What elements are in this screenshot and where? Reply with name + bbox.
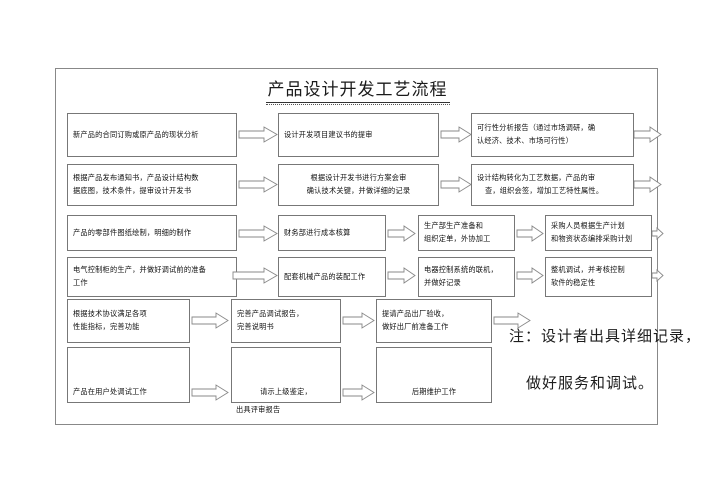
process-box-r3b3[interactable]: 生产部生产准备和 组织定单，外协加工 [418, 215, 515, 251]
process-box-r3b1[interactable]: 产品的零部件图纸绘制，明细的制作 [67, 215, 237, 251]
box-line: 配套机械产品的装配工作 [284, 271, 366, 281]
box-line: 财务部进行成本核算 [284, 227, 351, 237]
box-line: 根据设计开发书进行方案会审 [310, 173, 407, 183]
arrow-r1b1-to-r1b2 [238, 126, 278, 143]
flowchart-frame: 产品设计开发工艺流程 新产品的合同订购或原产品的现状分析 设计开发项目建议书的提… [55, 68, 700, 425]
box-line: 后期维护工作 [411, 387, 457, 397]
arrow-r5b2-to-r5b3 [342, 312, 375, 329]
process-box-r1b1[interactable]: 新产品的合同订购或原产品的现状分析 [67, 113, 237, 157]
box-line: 并做好记录 [424, 278, 461, 287]
box-line: 整机调试，并考核控制 [551, 265, 625, 275]
box-line: 新产品的合同订购或原产品的现状分析 [73, 129, 199, 139]
page-title: 产品设计开发工艺流程 [56, 75, 659, 105]
process-box-r4b2[interactable]: 配套机械产品的装配工作 [278, 257, 386, 297]
box-line: 提请产品出厂验收， [382, 309, 449, 319]
box-line: 生产部生产准备和 [424, 221, 484, 231]
process-box-r1b3[interactable]: 可行性分析报告（通过市场调研，确 认经济、技术、市场可行性） [471, 113, 634, 157]
box-line: 性能指标，完善功能 [73, 322, 140, 331]
process-box-r5b1[interactable]: 根据技术协议满足各项 性能指标，完善功能 [67, 299, 190, 343]
title-dotted-underline [265, 104, 450, 105]
box-line: 请示上级鉴定， [260, 387, 312, 397]
designer-note-line2: 做好服务和调试。 [526, 374, 655, 392]
box-line: 可行性分析报告（通过市场调研，确 [477, 123, 596, 133]
arrow-r5-row-exit [493, 312, 531, 329]
box-line: 做好出厂前准备工作 [382, 322, 449, 331]
process-box-r1b2[interactable]: 设计开发项目建议书的提审 [278, 113, 439, 157]
process-box-r4b3[interactable]: 电器控制系统的联机， 并做好记录 [418, 257, 515, 297]
process-box-r4b1[interactable]: 电气控制柜的生产，并做好调试前的准备 工作 [67, 257, 237, 297]
process-box-r2b2[interactable]: 根据设计开发书进行方案会审 确认技术关键，并做详细的记录 [278, 164, 439, 206]
box-line: 完善产品调试报告， [237, 309, 304, 319]
box-line: 设计结构转化为工艺数据，产品的审 [477, 173, 596, 183]
box-line: 软件的稳定性 [551, 278, 596, 287]
process-box-r5b2[interactable]: 完善产品调试报告， 完善说明书 [231, 299, 341, 343]
box-line: 电气控制柜的生产，并做好调试前的准备 [73, 265, 206, 275]
arrow-r2b1-to-r2b2 [238, 176, 278, 193]
process-box-r6b3[interactable]: 后期维护工作 [376, 347, 492, 403]
box-line: 查，组织会签，增加工艺特性属性。 [485, 186, 604, 195]
arrow-r6b1-to-r6b2 [191, 384, 229, 401]
arrow-r4b2-to-r4b3 [387, 267, 416, 284]
box-line: 和物资状态编排采购计划 [551, 234, 633, 243]
process-box-r2b3[interactable]: 设计结构转化为工艺数据，产品的审 查，组织会签，增加工艺特性属性。 [471, 164, 634, 206]
process-box-r2b1[interactable]: 根据产品发布通知书，产品设计结构数 据底图，技术条件，提审设计开发书 [67, 164, 237, 206]
box-line: 采购人员根据生产计划 [551, 221, 625, 231]
box-line: 认经济、技术、市场可行性） [477, 136, 574, 145]
process-box-r4b4[interactable]: 整机调试，并考核控制 软件的稳定性 [545, 257, 652, 297]
box-line: 产品的零部件图纸绘制，明细的制作 [73, 227, 192, 237]
arrow-r3b2-to-r3b3 [387, 225, 416, 242]
designer-note-line1: 注：设计者出具详细记录， [509, 327, 702, 345]
arrow-r3b1-to-r3b2 [238, 225, 278, 242]
process-box-r3b2[interactable]: 财务部进行成本核算 [278, 215, 386, 251]
arrow-r1-row-exit [634, 126, 662, 143]
arrow-r6b2-to-r6b3 [342, 384, 375, 401]
box-line: 确认技术关键，并做详细的记录 [306, 186, 411, 195]
box-line: 组织定单，外协加工 [424, 234, 491, 243]
process-box-r6b1[interactable]: 产品在用户处调试工作 [67, 347, 190, 403]
box-line: 设计开发项目建议书的提审 [284, 129, 373, 139]
arrow-r4-row-exit [652, 269, 664, 282]
review-report-caption: 出具评审报告 [236, 405, 281, 414]
box-line: 电器控制系统的联机， [424, 265, 498, 275]
arrow-r2b2-to-r2b3 [440, 176, 472, 193]
arrow-r3b3-to-r3b4 [516, 225, 544, 242]
page-title-text: 产品设计开发工艺流程 [265, 75, 450, 103]
arrow-r4b3-to-r4b4 [516, 267, 544, 284]
box-line: 根据技术协议满足各项 [73, 309, 147, 319]
arrow-r4b1-to-r4b2 [232, 267, 278, 284]
box-line: 根据产品发布通知书，产品设计结构数 [73, 173, 199, 183]
arrow-r5b1-to-r5b2 [191, 312, 229, 329]
box-line: 据底图，技术条件，提审设计开发书 [73, 186, 192, 195]
box-line: 工作 [73, 278, 88, 287]
arrow-r3-row-exit [652, 227, 664, 240]
box-line: 完善说明书 [237, 322, 274, 331]
box-line: 产品在用户处调试工作 [73, 387, 147, 397]
process-box-r5b3[interactable]: 提请产品出厂验收， 做好出厂前准备工作 [376, 299, 492, 343]
process-box-r6b2[interactable]: 请示上级鉴定， [231, 347, 341, 403]
arrow-r2-row-exit [634, 176, 662, 193]
process-box-r3b4[interactable]: 采购人员根据生产计划 和物资状态编排采购计划 [545, 215, 652, 251]
arrow-r1b2-to-r1b3 [440, 126, 472, 143]
